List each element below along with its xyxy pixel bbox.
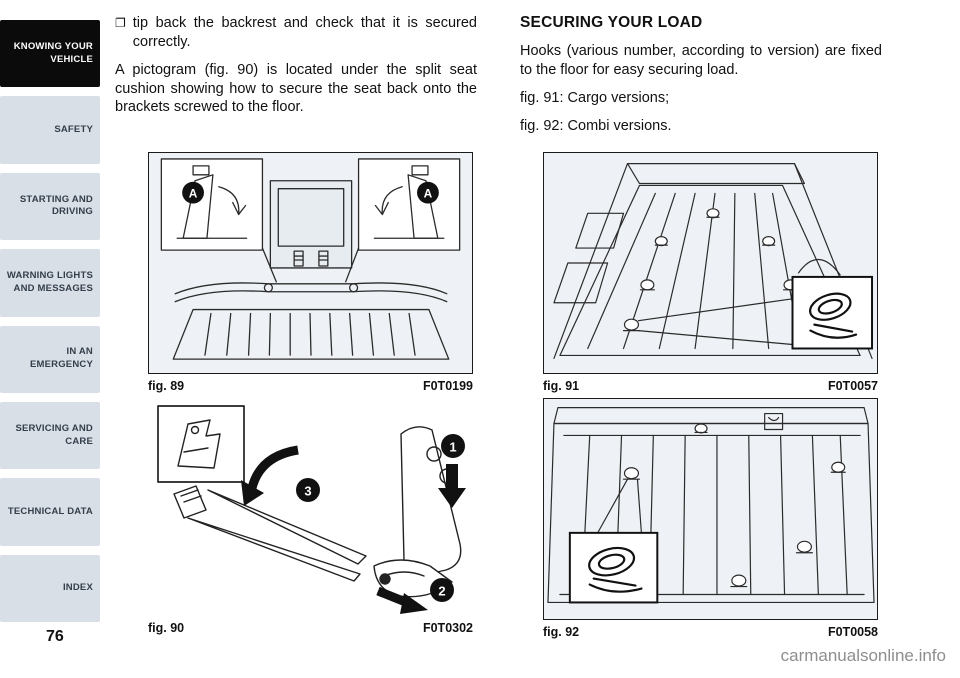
figure-89-image: A A	[148, 152, 473, 374]
figure-code: F0T0057	[827, 379, 878, 393]
figure-90-image: 1 3 2	[148, 398, 473, 616]
section-heading: SECURING YOUR LOAD	[520, 14, 703, 31]
figure-90-step-3: 3	[304, 484, 311, 499]
figure-89-label-a-right: A	[424, 187, 433, 201]
paragraph: Hooks (various number, according to vers…	[520, 43, 882, 78]
paragraph: A pictogram (fig. 90) is located under t…	[115, 61, 477, 116]
right-column: SECURING YOUR LOAD Hooks (various number…	[520, 14, 882, 135]
figure-caption: fig. 91 F0T0057	[543, 379, 878, 393]
sidebar-item-label: IN AN EMERGENCY	[29, 346, 93, 371]
figure-92-drawing	[547, 407, 875, 604]
sidebar-item-knowing-your-vehicle[interactable]: KNOWING YOUR VEHICLE	[0, 20, 100, 88]
sidebar-item-technical-data[interactable]: TECHNICAL DATA	[0, 478, 100, 546]
figure-code: F0T0058	[827, 625, 878, 639]
sidebar-item-label: TECHNICAL DATA	[7, 505, 93, 517]
sidebar-item-label: STARTING AND DRIVING	[19, 193, 93, 218]
figure-reference-line: fig. 92: Combi versions.	[520, 117, 672, 134]
bullet-icon: ❐	[115, 16, 126, 30]
figure-91: fig. 91 F0T0057	[543, 152, 878, 393]
figure-89-drawing: A A	[160, 158, 461, 360]
figure-code: F0T0302	[422, 621, 473, 635]
left-column: ❐ tip back the backrest and check that i…	[115, 14, 477, 117]
sidebar-item-index[interactable]: INDEX	[0, 554, 100, 622]
sidebar-item-label: SERVICING AND CARE	[15, 422, 93, 447]
sidebar-item-label: WARNING LIGHTS AND MESSAGES	[6, 270, 93, 294]
figure-caption-label: fig. 89	[148, 379, 185, 393]
bullet-item: ❐ tip back the backrest and check that i…	[115, 14, 477, 52]
figure-90: 1 3 2 fig. 90 F0T0302	[148, 398, 473, 635]
sidebar-item-label: INDEX	[62, 581, 93, 593]
figure-caption-label: fig. 90	[148, 621, 185, 635]
figure-89: A A fig. 89 F0T0199	[148, 152, 473, 393]
figure-91-drawing	[553, 163, 874, 360]
figure-caption: fig. 92 F0T0058	[543, 625, 878, 639]
figure-90-step-2: 2	[438, 584, 445, 599]
figure-92: fig. 92 F0T0058	[543, 398, 878, 639]
sidebar-item-servicing-and-care[interactable]: SERVICING AND CARE	[0, 401, 100, 470]
figure-reference-line: fig. 91: Cargo versions;	[520, 89, 670, 106]
figure-caption-label: fig. 92	[543, 625, 580, 639]
sidebar-item-starting-and-driving[interactable]: STARTING AND DRIVING	[0, 172, 100, 241]
figure-caption-label: fig. 91	[543, 379, 580, 393]
figure-91-image	[543, 152, 878, 374]
figure-92-image	[543, 398, 878, 620]
figure-89-label-a-left: A	[189, 187, 198, 201]
sidebar-item-label: KNOWING YOUR VEHICLE	[13, 40, 93, 65]
figure-caption: fig. 90 F0T0302	[148, 621, 473, 635]
figure-90-step-1: 1	[449, 440, 456, 455]
figure-caption: fig. 89 F0T0199	[148, 379, 473, 393]
figure-code: F0T0199	[422, 379, 473, 393]
page-number: 76	[46, 628, 64, 645]
sidebar-item-warning-lights[interactable]: WARNING LIGHTS AND MESSAGES	[0, 249, 100, 317]
sidebar-item-label: SAFETY	[54, 123, 93, 135]
sidebar-item-in-an-emergency[interactable]: IN AN EMERGENCY	[0, 325, 100, 393]
sidebar-item-safety[interactable]: SAFETY	[0, 96, 100, 164]
bullet-text: tip back the backrest and check that it …	[132, 15, 477, 50]
watermark: carmanualsonline.info	[780, 646, 946, 665]
figure-90-drawing: 1 3 2	[157, 405, 466, 614]
chapter-sidebar: KNOWING YOUR VEHICLE SAFETY STARTING AND…	[0, 20, 100, 622]
